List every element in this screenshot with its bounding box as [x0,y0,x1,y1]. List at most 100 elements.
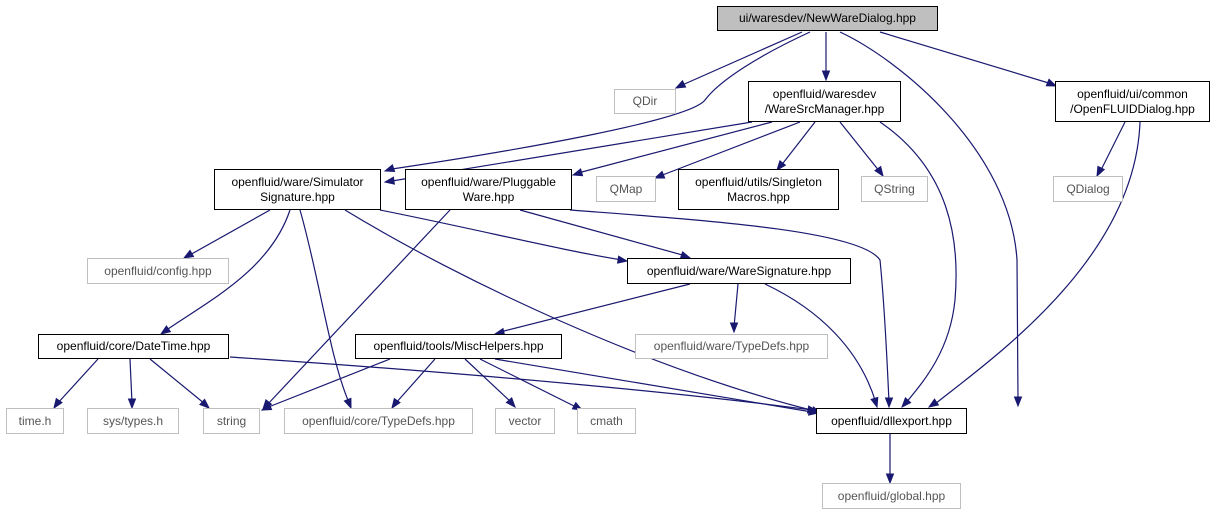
arrowhead [1045,78,1058,87]
dependency-edge [159,209,291,335]
dependency-edge [885,434,895,485]
node-label-line: openfluid/dllexport.hpp [831,413,952,428]
node-label-line: time.h [18,413,52,428]
node-qdialog: QDialog [1053,176,1123,202]
arrowhead [821,70,831,82]
dependency-edge [262,209,451,411]
dependency-edge [383,31,811,173]
dependency-edge [571,121,773,177]
node-label-line: openfluid/global.hpp [837,488,946,503]
node-label-line: openfluid/ui/common [1077,86,1188,101]
arrowhead [343,397,352,410]
dependency-edge [839,31,1023,408]
dependency-edge [764,283,879,409]
arrowhead [674,79,687,89]
node-global: openfluid/global.hpp [822,483,961,509]
arrowhead [729,322,739,334]
node-label-line: openfluid/ware/Simulator [231,174,364,189]
arrowhead [617,255,629,264]
node-label-line: sys/types.h [102,413,164,428]
node-label-line: QMap [609,181,643,196]
dependency-edge [493,283,691,337]
dependency-edge [839,121,884,178]
dependency-edge [674,31,803,89]
node-qstring: QString [861,176,928,202]
node-mischelpers[interactable]: openfluid/tools/MiscHelpers.hpp [355,334,562,359]
arrowhead [260,402,273,411]
arrowhead [199,398,211,409]
node-ware-typedefs: openfluid/ware/TypeDefs.hpp [635,334,828,359]
arrowhead [1013,396,1023,408]
node-time-h: time.h [6,408,64,434]
node-label-line: vector [508,413,542,428]
node-label-line: openfluid/ware/Pluggable [421,174,556,189]
node-label-line: cmath [590,413,623,428]
node-sys-types-h: sys/types.h [87,408,179,434]
node-root-newwaredialog[interactable]: ui/waresdev/NewWareDialog.hpp [717,6,938,31]
arrowhead [53,397,63,410]
dependency-edge [569,209,894,409]
arrowhead [885,473,895,485]
arrowhead [870,396,879,409]
arrowhead [383,163,396,173]
node-waresrcmanager[interactable]: openfluid/waresdev /WareSrcManager.hpp [748,81,901,122]
dependency-edge [821,32,831,82]
node-label-line: openfluid/config.hpp [104,263,212,278]
arrowhead [571,168,584,177]
node-qdir: QDir [614,89,676,114]
node-dllexport[interactable]: openfluid/dllexport.hpp [816,408,967,434]
node-singletonmacros[interactable]: openfluid/utils/Singleton Macros.hpp [678,169,839,210]
arrowhead [391,397,401,410]
dependency-edge [149,358,211,409]
node-label-line: QDir [632,94,658,108]
arrowhead [808,407,820,416]
arrowhead [901,397,912,409]
node-core-typedefs: openfluid/core/TypeDefs.hpp [284,408,473,434]
node-cmath: cmath [577,408,636,434]
node-label-line: openfluid/ware/TypeDefs.hpp [653,339,810,353]
node-openfluiddialog[interactable]: openfluid/ui/common /OpenFLUIDDialog.hpp [1055,81,1210,122]
node-label-line: ui/waresdev/NewWareDialog.hpp [739,11,916,25]
node-label-line: /WareSrcManager.hpp [764,101,885,116]
dependency-edge [229,356,819,414]
dependency-edge [260,358,391,411]
dependency-edge [879,31,1058,87]
arrowhead [159,325,172,335]
node-label-line: openfluid/waresdev [772,86,877,101]
node-label-line: string [216,413,247,428]
arrowhead [1096,165,1106,178]
dependency-edge [776,121,816,172]
node-label-line: openfluid/utils/Singleton [695,174,822,189]
node-simulatorsignature[interactable]: openfluid/ware/Simulator Signature.hpp [214,169,381,210]
arrowhead [874,165,884,178]
dependency-edge [182,209,271,259]
arrowhead [505,397,516,409]
node-label-line: Ware.hpp [462,189,515,204]
node-string: string [203,408,260,434]
dependency-edge [379,209,629,264]
node-label-line: Signature.hpp [260,189,335,204]
node-label-line: Macros.hpp [727,189,790,204]
node-label-line: openfluid/core/DateTime.hpp [56,339,211,353]
arrowhead [127,398,137,410]
node-pluggableware[interactable]: openfluid/ware/Pluggable Ware.hpp [405,169,572,210]
node-label-line: /OpenFLUIDDialog.hpp [1070,101,1195,116]
dependency-edge [391,358,436,410]
node-label-line: openfluid/tools/MiscHelpers.hpp [373,339,544,353]
dependency-edge [344,209,823,415]
dependency-edge [729,283,739,334]
dependency-edge [494,358,820,416]
node-waresignature[interactable]: openfluid/ware/WareSignature.hpp [627,258,851,284]
dependency-edge [879,121,957,409]
arrowhead [383,176,395,185]
arrowhead [884,397,894,409]
node-label-line: openfluid/core/TypeDefs.hpp [302,413,455,428]
arrowhead [927,398,940,408]
dependency-edge [479,358,584,411]
node-config: openfluid/config.hpp [87,258,229,284]
node-label-line: QDialog [1066,181,1110,196]
node-datetime[interactable]: openfluid/core/DateTime.hpp [38,334,229,359]
dependency-edge [1096,121,1126,178]
